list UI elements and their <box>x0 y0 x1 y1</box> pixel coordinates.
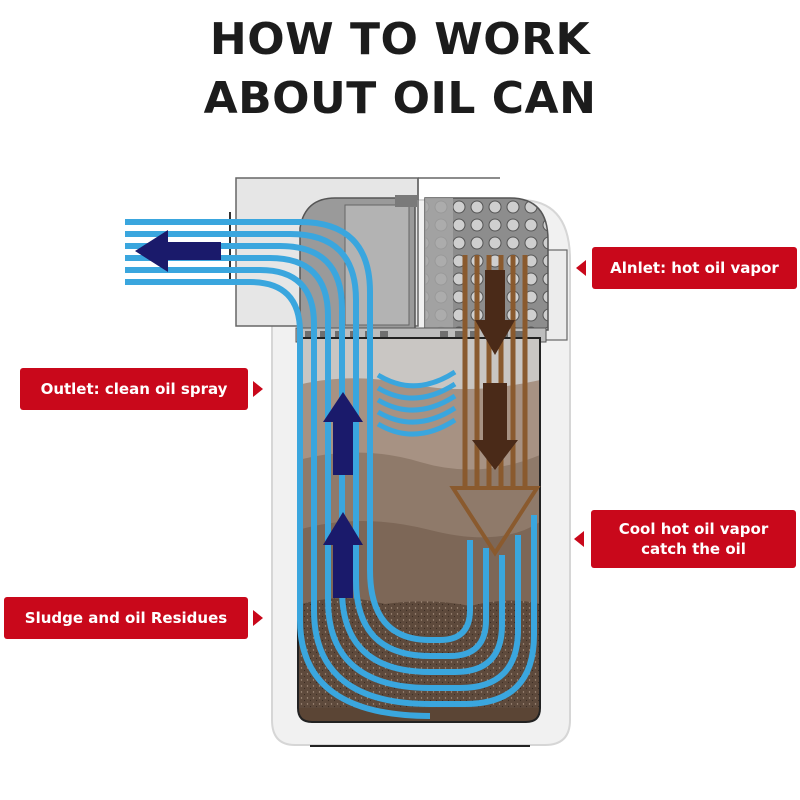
flow-line <box>125 279 431 719</box>
cooling-arcs <box>376 369 457 437</box>
callout-inlet-pointer <box>576 260 586 276</box>
callout-cool-vapor-pointer <box>574 531 584 547</box>
hot-vapor-arrows <box>472 270 518 470</box>
down-arrow-icon <box>475 270 515 355</box>
up-arrow-icon <box>323 392 363 475</box>
cooling-arc <box>376 417 457 437</box>
callout-inlet-text: Alnlet: hot oil vapor <box>610 258 779 277</box>
reservoir-outline <box>297 337 541 723</box>
callout-outlet-text: Outlet: clean oil spray <box>40 379 228 398</box>
clean-flow-arrows <box>135 230 363 598</box>
callout-sludge: Sludge and oil Residues <box>4 597 248 639</box>
flow-line <box>125 219 473 643</box>
callout-outlet-pointer <box>253 381 263 397</box>
clean-oil-flow-lines <box>125 219 537 719</box>
cooling-arc <box>376 369 457 389</box>
cooling-arc <box>376 393 457 413</box>
title-line-1: HOW TO WORK <box>209 14 591 65</box>
down-arrow-icon <box>472 383 518 470</box>
flow-line <box>125 231 489 659</box>
left-arrow-icon <box>135 230 221 272</box>
title-line-2: ABOUT OIL CAN <box>203 73 597 124</box>
flow-line <box>125 243 505 675</box>
up-arrow-icon <box>323 512 363 598</box>
vapor-down-outline-arrow <box>449 486 541 557</box>
sludge-layer <box>298 598 540 722</box>
cooling-arc <box>376 381 457 401</box>
callout-cool-vapor-text-1: Cool hot oil vapor <box>618 519 769 538</box>
callout-inlet: Alnlet: hot oil vapor <box>592 247 797 289</box>
flow-line <box>125 255 521 691</box>
flow-line <box>125 267 537 707</box>
cooling-arc <box>376 405 457 425</box>
callout-sludge-pointer <box>253 610 263 626</box>
callout-cool-vapor: Cool hot oil vapor catch the oil <box>591 510 796 568</box>
callout-sludge-text: Sludge and oil Residues <box>24 608 228 627</box>
callout-cool-vapor-text-2: catch the oil <box>641 540 746 558</box>
callout-outlet: Outlet: clean oil spray <box>20 368 248 410</box>
